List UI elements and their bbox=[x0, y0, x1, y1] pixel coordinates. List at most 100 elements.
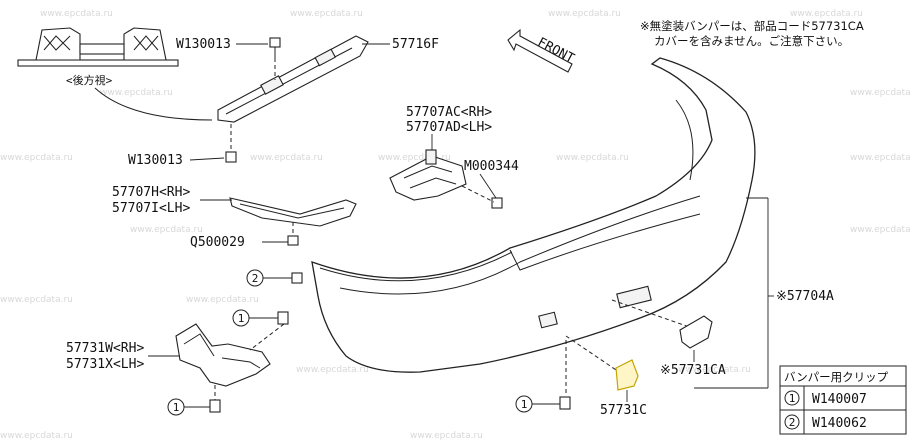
clip-w140007 bbox=[277, 311, 289, 325]
callout-number: 1 bbox=[521, 398, 528, 411]
note-line-1: ※無塗装バンパーは、部品コード57731CA bbox=[640, 19, 864, 33]
inset-bracket-left-detail bbox=[43, 35, 71, 51]
callout-clip-2: 2 bbox=[246, 269, 303, 287]
watermark: www.epcdata.ru bbox=[378, 153, 451, 163]
clip-table-row-code: W140007 bbox=[812, 392, 867, 407]
watermark: www.epcdata.ru bbox=[850, 153, 910, 163]
watermark: www.epcdata.ru bbox=[296, 365, 369, 375]
clip-table-row-code: W140062 bbox=[812, 416, 867, 431]
watermark: www.epcdata.ru bbox=[0, 153, 73, 163]
note-line-2: カバーを含みません。ご注意下さい。 bbox=[654, 34, 849, 48]
part-57707AC-bracket bbox=[389, 149, 503, 209]
label-57704A: ※57704A bbox=[776, 289, 834, 304]
watermark: www.epcdata.ru bbox=[100, 88, 173, 98]
part-57707H-rail bbox=[229, 197, 357, 246]
callout-clip-1b: 1 bbox=[167, 378, 221, 416]
rear-view-label: <後方視> bbox=[66, 73, 113, 87]
label-57707AD: 57707AD<LH> bbox=[406, 120, 492, 135]
inset-center-bar bbox=[79, 43, 125, 55]
watermark: www.epcdata.ru bbox=[40, 9, 113, 19]
watermark: www.epcdata.ru bbox=[410, 431, 483, 441]
watermark: www.epcdata.ru bbox=[250, 153, 323, 163]
front-arrow-shape bbox=[507, 28, 573, 73]
label-w130013-mid: W130013 bbox=[128, 153, 183, 168]
watermark: www.epcdata.ru bbox=[850, 88, 910, 98]
clip-table-row-circle bbox=[784, 414, 800, 430]
label-57707AC: 57707AC<RH> bbox=[406, 105, 492, 120]
side-bracket-detail bbox=[403, 165, 457, 189]
bumper-plate-recess bbox=[616, 285, 652, 309]
label-w130013-top: W130013 bbox=[176, 37, 231, 52]
bolt-m000344 bbox=[491, 197, 503, 209]
rear-view-inset: <後方視> bbox=[17, 27, 213, 121]
label-57707I: 57707I<LH> bbox=[112, 201, 190, 216]
label-m000344: M000344 bbox=[464, 159, 519, 174]
bracket-rail-slot bbox=[314, 48, 337, 67]
callout-number: 1 bbox=[238, 312, 245, 325]
label-57731W: 57731W<RH> bbox=[66, 341, 144, 356]
clip-q500029 bbox=[287, 235, 299, 246]
side-bracket-tab bbox=[425, 149, 437, 165]
callout-clip-1c: 1 bbox=[515, 395, 571, 413]
bumper-sensor-hole bbox=[538, 311, 558, 329]
bumper-crease bbox=[339, 195, 701, 295]
watermark: www.epcdata.ru bbox=[0, 295, 73, 305]
leader-line bbox=[189, 157, 225, 161]
part-57731W-bracket bbox=[175, 323, 285, 387]
bolt-w130013-mid bbox=[225, 151, 237, 163]
label-57731X: 57731X<LH> bbox=[66, 357, 144, 372]
watermark: www.epcdata.ru bbox=[130, 225, 203, 235]
leader-line bbox=[479, 173, 497, 199]
inset-bracket-left bbox=[35, 27, 81, 61]
watermark: www.epcdata.ru bbox=[790, 9, 863, 19]
clip-w140007 bbox=[559, 396, 571, 410]
cover-guide-dash bbox=[611, 299, 699, 331]
side-rail-body bbox=[229, 197, 357, 227]
bumper-step bbox=[509, 213, 701, 271]
inset-bracket-right bbox=[123, 27, 167, 61]
clip-table: バンパー用クリップ 1 W140007 2 W140062 bbox=[779, 365, 907, 435]
inset-bracket-right-detail bbox=[133, 35, 159, 51]
watermark: www.epcdata.ru bbox=[186, 295, 259, 305]
lower-bracket-body bbox=[175, 323, 271, 387]
part-57731C-highlighted bbox=[615, 359, 639, 391]
clip-table-row-num: 1 bbox=[789, 392, 796, 405]
watermark: www.epcdata.ru bbox=[0, 431, 73, 441]
bolt-w130013-top bbox=[269, 37, 281, 48]
callout-number: 2 bbox=[252, 272, 259, 285]
inset-pointer-curve bbox=[94, 87, 213, 121]
clip-w140007 bbox=[209, 399, 221, 413]
clip-axis-dash bbox=[249, 323, 285, 351]
part-57731CA-cover bbox=[679, 315, 713, 349]
label-q500029: Q500029 bbox=[190, 235, 245, 250]
side-bracket-body bbox=[389, 155, 467, 201]
watermark: www.epcdata.ru bbox=[850, 225, 910, 235]
front-arrow: FRONT bbox=[507, 28, 577, 73]
clip-w140062 bbox=[291, 272, 303, 284]
clip-table-frame bbox=[779, 365, 907, 435]
callout-number: 1 bbox=[173, 401, 180, 414]
clip-table-row-circle bbox=[784, 390, 800, 406]
side-rail-edge bbox=[239, 203, 345, 219]
clip-table-header: バンパー用クリップ bbox=[784, 370, 889, 384]
watermark: www.epcdata.ru bbox=[548, 9, 621, 19]
watermark: www.epcdata.ru bbox=[556, 153, 629, 163]
lower-bracket-detail bbox=[183, 333, 261, 369]
bumper-top-edge bbox=[319, 251, 513, 282]
bolt-axis-dash bbox=[461, 185, 495, 203]
callout-clip-1a: 1 bbox=[232, 309, 289, 327]
rear-bumper-57704A bbox=[311, 57, 756, 394]
watermark: www.epcdata.ru bbox=[290, 9, 363, 19]
bumper-side-contour bbox=[675, 99, 694, 181]
inset-base-rail bbox=[17, 59, 179, 67]
label-57731C: 57731C bbox=[600, 403, 647, 418]
clip-table-row-num: 2 bbox=[789, 416, 796, 429]
watermarks: www.epcdata.ru www.epcdata.ru www.epcdat… bbox=[0, 9, 910, 441]
bracket-rail-slot bbox=[260, 75, 284, 95]
label-57731CA: ※57731CA bbox=[660, 363, 726, 378]
watermark: www.epcdata.ru bbox=[678, 365, 751, 375]
label-57707H: 57707H<RH> bbox=[112, 185, 190, 200]
cover-guide-dash bbox=[565, 335, 623, 375]
label-57716F: 57716F bbox=[392, 37, 439, 52]
